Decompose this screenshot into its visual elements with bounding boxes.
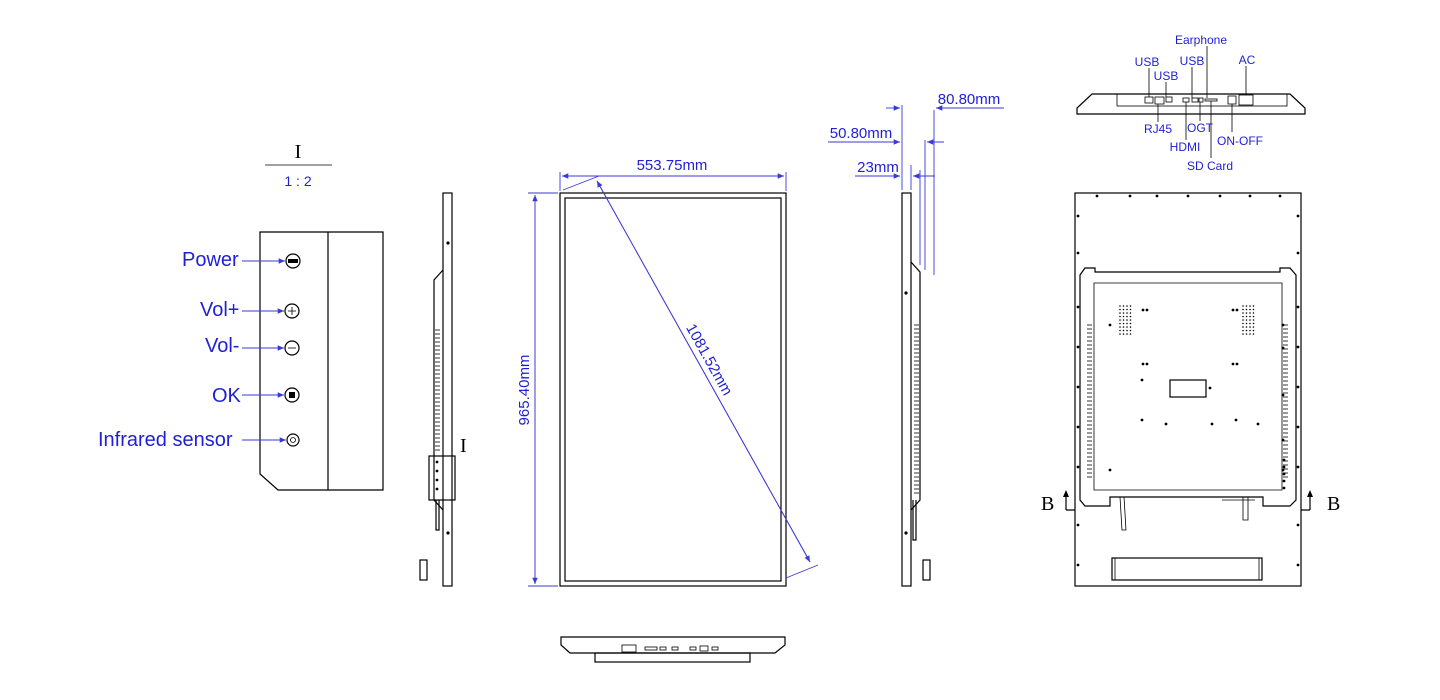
depth-mid-dimension: 50.80mm: [830, 125, 893, 142]
earphone-label: Earphone: [1175, 33, 1227, 47]
sd-card-slot: [1204, 98, 1218, 102]
ac-socket: [1238, 94, 1254, 106]
ok-button: [284, 387, 300, 403]
ports-top-view: Earphone USB USB USB AC RJ45 OGT ON-OFF …: [1076, 33, 1306, 173]
usb-label-3: USB: [1180, 54, 1205, 68]
vol-minus-button: [284, 340, 300, 356]
rj45-label: RJ45: [1144, 122, 1172, 136]
vol-minus-label: Vol-: [205, 335, 239, 357]
section-b-right: B: [1327, 493, 1340, 515]
depth-front-dimension: 23mm: [857, 159, 899, 176]
power-button: [285, 253, 301, 269]
height-dimension: 965.40mm: [516, 355, 533, 426]
on-off-switch: [1227, 95, 1237, 105]
usb-port-1: [1144, 96, 1154, 104]
infrared-sensor: [286, 433, 300, 447]
button-panel-outline: [259, 231, 384, 491]
ogt-label: OGT: [1187, 121, 1214, 135]
usb-port-2: [1165, 96, 1173, 103]
section-b-left: B: [1041, 493, 1054, 515]
on-off-label: ON-OFF: [1217, 134, 1263, 148]
rj45-port: [1154, 96, 1165, 105]
right-side-view: 80.80mm 50.80mm 23mm: [828, 91, 1004, 587]
usb-port-3: [1191, 97, 1199, 103]
bottom-view: [560, 636, 786, 663]
detail-view-i: I 1 : 2 Power Vol+ Vol- OK Infrared sens…: [98, 141, 384, 491]
detail-marker: I: [295, 141, 302, 163]
front-view: 553.75mm 965.40mm 1081.52mm: [516, 157, 819, 587]
ok-label: OK: [212, 385, 242, 407]
sd-card-label: SD Card: [1187, 159, 1233, 173]
power-label: Power: [182, 249, 239, 271]
usb-label-2: USB: [1154, 69, 1179, 83]
otg-port: [1198, 97, 1204, 103]
infrared-label: Infrared sensor: [98, 429, 233, 451]
width-dimension: 553.75mm: [637, 157, 708, 174]
ac-label: AC: [1239, 53, 1256, 67]
usb-label-1: USB: [1135, 55, 1160, 69]
vol-plus-label: Vol+: [200, 299, 239, 321]
hdmi-label: HDMI: [1170, 140, 1201, 154]
vol-plus-button: [284, 303, 300, 319]
diagonal-dimension: 1081.52mm: [682, 321, 735, 398]
back-view: B B: [1041, 192, 1340, 587]
hdmi-port: [1182, 97, 1190, 103]
depth-total-dimension: 80.80mm: [938, 91, 1001, 108]
detail-scale: 1 : 2: [284, 173, 311, 189]
left-side-view: I: [419, 192, 467, 587]
side-view-marker: I: [460, 435, 467, 457]
